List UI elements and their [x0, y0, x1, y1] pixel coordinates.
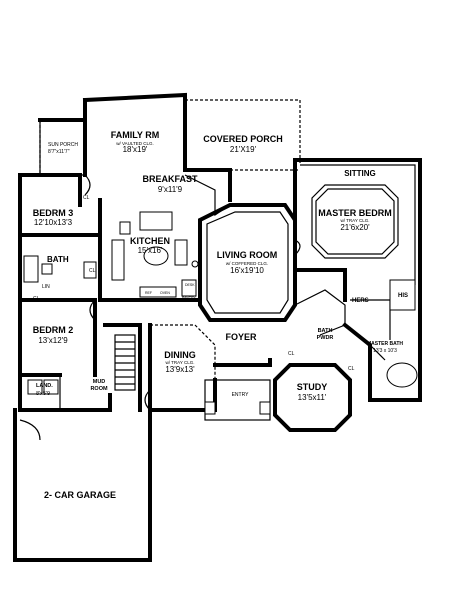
bedroom3-dim: 12'10x13'3: [34, 218, 73, 227]
sitting-label: SITTING: [344, 169, 376, 178]
pantry-label: PANTRY: [182, 296, 197, 300]
closet-label: CL: [89, 268, 96, 274]
master-bedroom-note: w/ TRAY CLG.: [340, 218, 369, 223]
powder-bath-sub: PWDR: [317, 335, 334, 341]
his-label: HIS: [398, 293, 408, 299]
dining-walls: [150, 324, 216, 380]
family-room-label: FAMILY RM: [111, 130, 160, 140]
laundry-dim: 8'x5'9: [36, 391, 50, 397]
master-bedroom-label: MASTER BEDRM: [318, 208, 392, 218]
kitchen-dim: 15'x16': [138, 246, 163, 255]
study-label: STUDY: [297, 382, 328, 392]
covered-porch-label: COVERED PORCH: [203, 134, 283, 144]
dining-note: w/ TRAY CLG.: [165, 360, 194, 365]
refrigerator-label: REF: [145, 291, 152, 295]
breakfast-dim: 9'x11'9: [158, 185, 183, 194]
mud-room-sub: ROOM: [90, 386, 108, 392]
bedroom2-dim: 13'x12'9: [38, 336, 68, 345]
hers-label: HERS: [352, 298, 369, 304]
mud-room-label: MUD: [93, 379, 106, 385]
study-dim: 13'5x11': [298, 393, 327, 402]
linen-label: LIN: [42, 284, 50, 290]
staircase: [114, 334, 136, 391]
bedroom2-label: BEDRM 2: [33, 325, 74, 335]
closet-label: CL: [33, 296, 40, 302]
bedroom3-label: BEDRM 3: [33, 208, 74, 218]
covered-porch-dim: 21'X19': [230, 145, 257, 154]
foyer-label: FOYER: [225, 332, 257, 342]
closet-label: CL: [348, 366, 355, 372]
family-room-dim: 18'x19': [123, 145, 148, 154]
bath-tub: [23, 255, 39, 283]
study-outline: [273, 363, 352, 432]
living-room-outline: [198, 203, 297, 322]
sun-porch-dim: 8'7"x11'7": [48, 149, 70, 155]
dining-label: DINING: [164, 350, 196, 360]
desk-label: DESK: [185, 283, 195, 287]
dining-dim: 13'9x13': [165, 365, 195, 374]
master-bath-label: MASTER BATH: [367, 341, 403, 347]
kitchen-label: KITCHEN: [130, 236, 170, 246]
family-room-note: w/ VAULTED CLG.: [116, 141, 154, 146]
garage-label: 2- CAR GARAGE: [44, 490, 116, 500]
powder-bath-label: BATH: [318, 328, 333, 334]
closet-label: CL: [83, 195, 90, 201]
laundry-label: LAND.: [36, 383, 53, 389]
oven-label: OVEN: [160, 291, 170, 295]
master-tray-ceiling: [311, 184, 399, 259]
living-room-dim: 16'x19'10: [230, 266, 264, 275]
closet-label: CL: [288, 351, 295, 357]
breakfast-label: BREAKFAST: [142, 174, 198, 184]
master-bath-dim: 13'3 x 10'3: [373, 348, 397, 354]
sun-porch-label: SUN PORCH: [48, 142, 78, 148]
entry-porch: [204, 379, 271, 421]
master-bedroom-dim: 21'6x20': [340, 223, 370, 232]
kitchen-island: [139, 211, 173, 231]
living-room-note: w/ COFFERED CLG.: [226, 261, 268, 266]
master-tub: [386, 362, 418, 388]
living-room-label: LIVING ROOM: [217, 250, 278, 260]
entry-label: ENTRY: [232, 392, 250, 398]
bath-label: BATH: [47, 255, 69, 264]
